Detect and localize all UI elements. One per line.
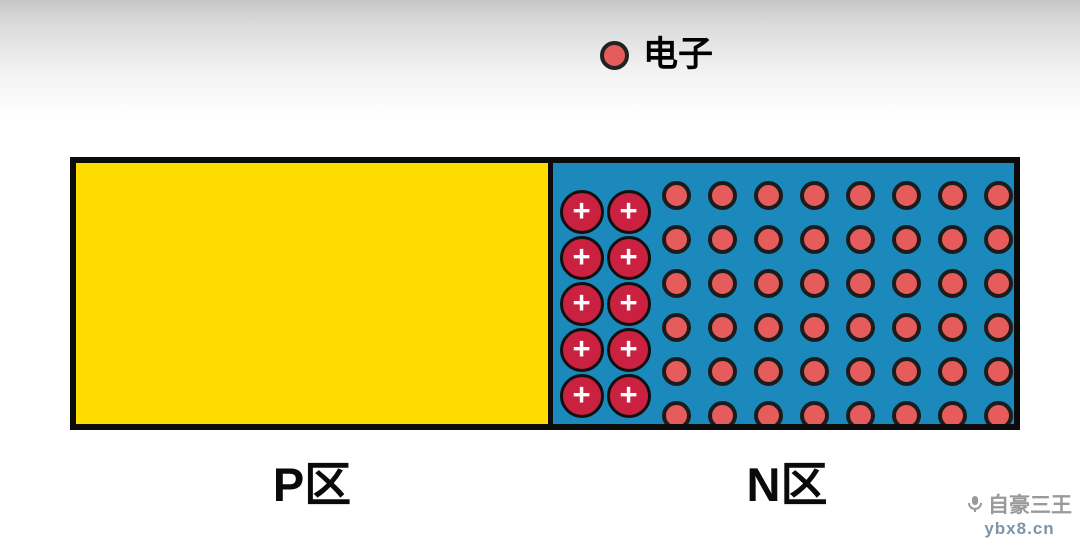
electron-dot bbox=[799, 400, 829, 424]
n-region: ++++++++++ bbox=[553, 163, 1014, 424]
electron-dot bbox=[707, 268, 737, 298]
electron-dot bbox=[891, 180, 921, 210]
positive-ion: + bbox=[559, 236, 604, 280]
electron-dot bbox=[661, 180, 691, 210]
positive-ion: + bbox=[606, 374, 651, 418]
microphone-icon bbox=[967, 495, 983, 513]
electron-dot bbox=[707, 312, 737, 342]
watermark: 自豪三王 ybx8.cn bbox=[967, 489, 1072, 539]
positive-ion: + bbox=[559, 282, 604, 326]
electron-dot bbox=[799, 356, 829, 386]
electron-dot bbox=[891, 312, 921, 342]
electron-dot bbox=[845, 400, 875, 424]
positive-ion: + bbox=[606, 328, 651, 372]
electron-dot bbox=[845, 312, 875, 342]
electron-dot bbox=[799, 180, 829, 210]
electron-legend-icon bbox=[600, 40, 629, 70]
electron-dot bbox=[753, 180, 783, 210]
electron-dot bbox=[661, 400, 691, 424]
legend: 电子 bbox=[600, 35, 714, 75]
electron-dot bbox=[753, 268, 783, 298]
electron-dot bbox=[891, 400, 921, 424]
electron-dot bbox=[661, 224, 691, 254]
electron-dot bbox=[661, 268, 691, 298]
electron-dot bbox=[937, 312, 967, 342]
electron-dot bbox=[753, 356, 783, 386]
electron-grid bbox=[653, 173, 1014, 424]
electron-dot bbox=[799, 224, 829, 254]
electron-dot bbox=[983, 268, 1013, 298]
positive-ion: + bbox=[559, 374, 604, 418]
electron-dot bbox=[891, 356, 921, 386]
electron-dot bbox=[937, 400, 967, 424]
electron-dot bbox=[937, 180, 967, 210]
positive-ion: + bbox=[606, 236, 651, 280]
electron-dot bbox=[845, 224, 875, 254]
watermark-text: 自豪三王 bbox=[988, 494, 1072, 517]
positive-ion: + bbox=[606, 282, 651, 326]
ion-grid: ++++++++++ bbox=[558, 189, 652, 419]
electron-dot bbox=[983, 400, 1013, 424]
positive-ion: + bbox=[559, 328, 604, 372]
electron-dot bbox=[707, 180, 737, 210]
watermark-url: ybx8.cn bbox=[984, 519, 1055, 538]
positive-ion: + bbox=[559, 190, 604, 234]
electron-dot bbox=[983, 224, 1013, 254]
electron-dot bbox=[707, 224, 737, 254]
electron-dot bbox=[753, 224, 783, 254]
electron-dot bbox=[845, 268, 875, 298]
electron-dot bbox=[661, 312, 691, 342]
watermark-line1: 自豪三王 bbox=[967, 489, 1072, 519]
p-region bbox=[76, 163, 553, 424]
electron-dot bbox=[845, 180, 875, 210]
electron-dot bbox=[983, 356, 1013, 386]
electron-dot bbox=[937, 356, 967, 386]
electron-dot bbox=[891, 224, 921, 254]
electron-dot bbox=[937, 224, 967, 254]
pn-junction-box: ++++++++++ bbox=[70, 157, 1020, 430]
electron-dot bbox=[937, 268, 967, 298]
electron-dot bbox=[753, 312, 783, 342]
electron-dot bbox=[799, 312, 829, 342]
electron-dot bbox=[983, 312, 1013, 342]
electron-dot bbox=[707, 400, 737, 424]
electron-dot bbox=[891, 268, 921, 298]
electron-dot bbox=[661, 356, 691, 386]
electron-dot bbox=[753, 400, 783, 424]
electron-dot bbox=[983, 180, 1013, 210]
electron-dot bbox=[799, 268, 829, 298]
n-region-label: N区 bbox=[746, 458, 828, 511]
electron-dot bbox=[845, 356, 875, 386]
electron-dot bbox=[707, 356, 737, 386]
positive-ion: + bbox=[606, 190, 651, 234]
p-region-label: P区 bbox=[272, 458, 352, 511]
legend-label: 电子 bbox=[643, 35, 714, 74]
